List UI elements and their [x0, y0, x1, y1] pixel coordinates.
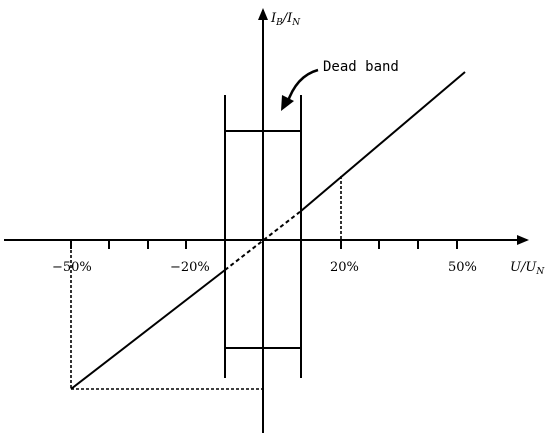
x-tick-label-minus-20: −20% [170, 260, 210, 275]
characteristic-line-upper [300, 71, 466, 212]
y-axis-label: IB/IN [270, 11, 301, 28]
dead-band-annotation: Dead band [323, 59, 399, 75]
x-axis-label: U/UN [510, 260, 545, 277]
dead-band-pointer-arrow [285, 68, 319, 105]
x-tick-label-minus-50: −50% [52, 260, 92, 275]
dead-band-pointer-arrowhead [281, 95, 294, 111]
x-tick-label-20: 20% [330, 260, 359, 275]
x-tick-label-50: 50% [448, 260, 477, 275]
characteristic-line-dead-band [224, 210, 302, 271]
characteristic-line-lower [70, 269, 226, 390]
